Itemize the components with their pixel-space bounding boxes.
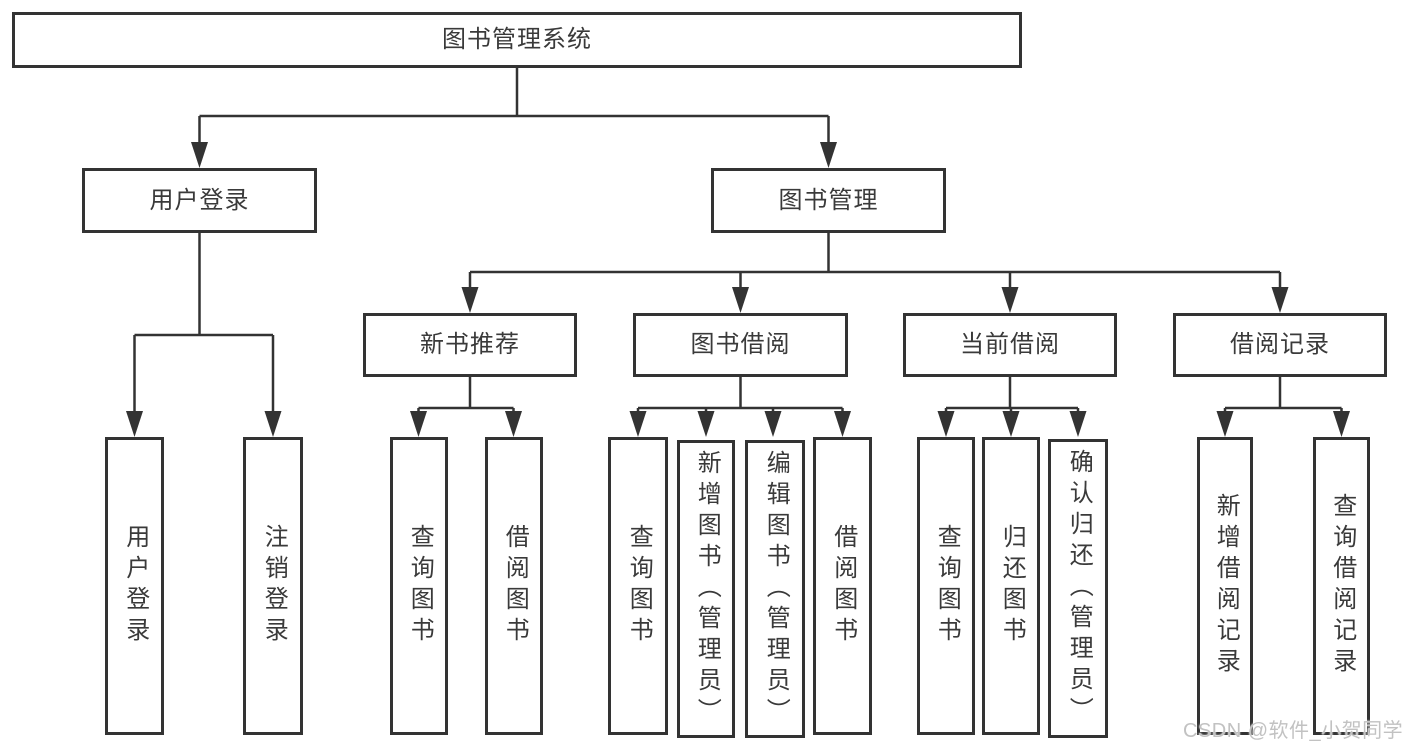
node-root-label: 图书管理系统 [442,26,592,53]
leaf-add-borrow-record-label: 新增借阅记录 [1212,493,1240,679]
connector-book-management [468,233,1282,291]
leaf-query-books-1: 查询图书 [390,437,448,735]
arrowhead [461,287,479,313]
node-borrow-records-label: 借阅记录 [1230,331,1330,358]
csdn-watermark: CSDN @软件_小贺同学 [1183,720,1404,742]
node-book-management: 图书管理 [711,168,946,233]
arrowhead [834,411,851,437]
connector-borrow-records [1223,377,1343,416]
leaf-add-book-admin: 新增图书（管理员） [677,440,735,738]
connector-current-borrow [944,377,1080,416]
arrowhead [505,411,522,437]
leaf-query-borrow-record: 查询借阅记录 [1313,437,1370,735]
leaf-query-books-2-label: 查询图书 [625,524,653,648]
node-current-borrow-label: 当前借阅 [960,331,1060,358]
arrowhead [937,411,955,437]
leaf-query-books-1-label: 查询图书 [406,524,434,648]
leaf-borrow-books-2: 借阅图书 [813,437,872,735]
connector-new-book-recommend [417,377,515,416]
leaf-add-book-admin-label: 新增图书（管理员） [693,449,721,729]
leaf-add-borrow-record: 新增借阅记录 [1197,437,1253,735]
node-user-login: 用户登录 [82,168,317,233]
node-book-borrow-label: 图书借阅 [690,331,791,358]
arrowhead [1002,411,1020,437]
leaf-borrow-books-1: 借阅图书 [485,437,543,735]
arrowhead [1069,411,1087,437]
node-root: 图书管理系统 [12,12,1022,68]
leaf-logout: 注销登录 [243,437,303,735]
arrowhead [191,142,208,168]
arrowhead [1333,411,1350,437]
leaf-borrow-books-1-label: 借阅图书 [501,524,529,648]
node-book-borrow: 图书借阅 [633,313,848,377]
node-new-book-recommend-label: 新书推荐 [420,331,520,358]
arrowhead [264,411,282,437]
leaf-query-books-3: 查询图书 [917,437,975,735]
node-book-management-label: 图书管理 [778,186,879,214]
node-borrow-records: 借阅记录 [1173,313,1387,377]
leaf-confirm-return-admin: 确认归还（管理员） [1048,439,1108,738]
connector-user-login [133,233,275,415]
node-new-book-recommend: 新书推荐 [363,313,577,377]
connector-root [198,68,830,146]
leaf-user-login-label: 用户登录 [121,524,149,648]
arrowhead [629,411,647,437]
leaf-logout-label: 注销登录 [260,524,288,648]
arrowhead [410,411,427,437]
connector-book-borrow [636,377,844,416]
arrowhead [1216,411,1234,437]
leaf-return-book-label: 归还图书 [998,524,1026,648]
arrowhead [732,287,749,313]
leaf-query-books-2: 查询图书 [608,437,668,735]
leaf-confirm-return-admin-label: 确认归还（管理员） [1065,449,1093,728]
leaf-user-login: 用户登录 [105,437,164,735]
node-current-borrow: 当前借阅 [903,313,1117,377]
arrowheads [126,142,1350,437]
leaf-borrow-books-2-label: 借阅图书 [829,524,857,648]
leaf-edit-book-admin-label: 编辑图书（管理员） [762,449,790,729]
arrowhead [764,411,782,437]
arrowhead [1001,287,1019,313]
leaf-query-books-3-label: 查询图书 [933,524,961,648]
arrowhead [126,411,143,437]
leaf-edit-book-admin: 编辑图书（管理员） [745,440,805,738]
leaf-return-book: 归还图书 [982,437,1040,735]
leaf-query-borrow-record-label: 查询借阅记录 [1328,493,1356,679]
arrowhead [820,142,837,168]
arrowhead [1271,287,1289,313]
arrowhead [697,411,715,437]
node-user-login-label: 用户登录 [149,186,250,214]
